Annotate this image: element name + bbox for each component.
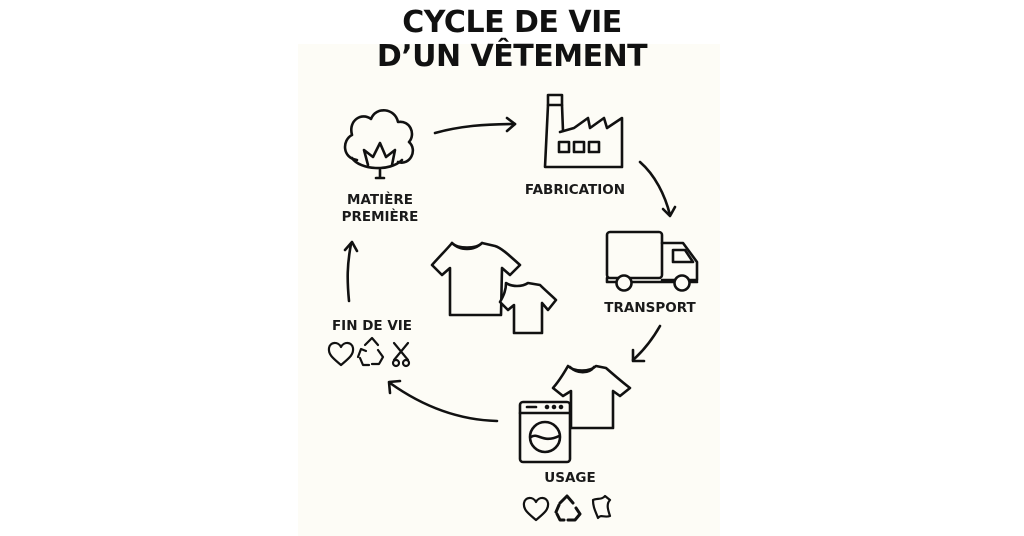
recycle-icon bbox=[554, 494, 582, 522]
stage-label: PREMIÈRE bbox=[341, 209, 419, 225]
flow-arrows bbox=[343, 116, 677, 423]
washing-machine-tshirt-icon bbox=[518, 364, 632, 464]
stage-fin-de-vie: FIN DE VIE bbox=[331, 318, 413, 334]
stage-label: MATIÈRE bbox=[347, 192, 413, 208]
delivery-truck-icon bbox=[605, 230, 699, 292]
stage-usage: USAGE bbox=[544, 470, 596, 486]
stage-fabrication: FABRICATION bbox=[524, 182, 626, 198]
heart-icon bbox=[522, 496, 550, 522]
recycle-icon bbox=[356, 336, 385, 367]
two-tshirts-icon bbox=[430, 241, 558, 335]
arrow-to-fabrication bbox=[433, 122, 517, 135]
arrow-to-usage bbox=[631, 324, 662, 362]
stage-transport: TRANSPORT bbox=[604, 300, 696, 316]
factory-icon bbox=[543, 93, 624, 169]
worn-cloth-icon bbox=[591, 494, 612, 520]
arrow-to-matiere-premiere bbox=[346, 242, 353, 303]
cotton-flower-icon bbox=[343, 109, 415, 180]
arrow-to-fin-de-vie bbox=[388, 381, 499, 423]
diagram-title-line1: CYCLE DE VIE bbox=[402, 5, 622, 40]
arrow-to-transport bbox=[638, 160, 672, 217]
scissors-icon bbox=[391, 341, 411, 368]
diagram-title-line2: D’UN VÊTEMENT bbox=[376, 39, 648, 74]
usage-icons bbox=[522, 494, 612, 522]
fin-de-vie-icons bbox=[327, 336, 411, 368]
heart-icon bbox=[327, 341, 355, 367]
stage-matiere-premiere: MATIÈRE PREMIÈRE bbox=[330, 192, 430, 226]
